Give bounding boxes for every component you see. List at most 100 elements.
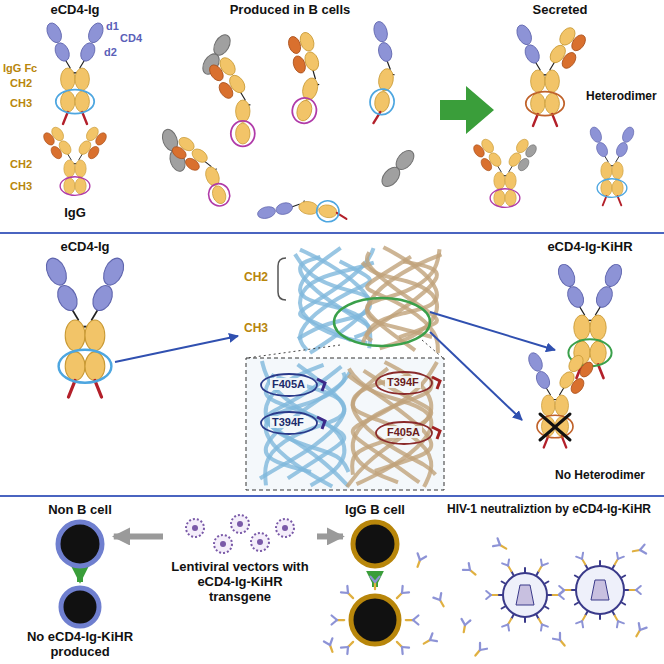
text-label: F405A xyxy=(385,426,422,438)
text-label: CH2 xyxy=(10,158,32,170)
shape xyxy=(502,622,508,628)
ch3-ring xyxy=(597,179,627,198)
domain xyxy=(559,50,578,71)
ch3-ring xyxy=(289,95,319,126)
shape xyxy=(636,590,641,594)
antibody-icon xyxy=(486,591,497,599)
cell xyxy=(351,596,399,644)
text-label: T394F xyxy=(270,416,306,428)
domain xyxy=(545,70,559,92)
text-label: eCD4-Ig xyxy=(50,3,99,17)
domain xyxy=(505,172,516,189)
text-label: No Heterodimer xyxy=(555,469,645,482)
domain xyxy=(54,282,81,313)
shape xyxy=(328,638,334,645)
shape xyxy=(506,559,512,565)
shape xyxy=(640,549,646,554)
shape xyxy=(466,563,473,570)
shape xyxy=(344,586,351,593)
domain xyxy=(89,282,116,313)
connector-arrow xyxy=(317,533,343,539)
zoom-line xyxy=(247,345,340,358)
cell-icon xyxy=(54,518,106,570)
ch3-ring xyxy=(231,121,255,147)
panel-divider xyxy=(0,495,664,497)
text-label: HIV-1 neutraliztion by eCD4-Ig-KiHR xyxy=(438,503,660,516)
antibody-icon xyxy=(413,553,426,568)
shape xyxy=(539,624,545,630)
shape xyxy=(332,616,337,621)
shape xyxy=(546,388,551,396)
antibody-icon xyxy=(611,553,624,567)
domain xyxy=(86,144,101,160)
domain xyxy=(588,125,604,144)
shape xyxy=(240,92,245,100)
text-label: CH2 xyxy=(10,77,32,89)
shape xyxy=(502,561,508,567)
cell-node: No eCD4-Ig-KiHR produced xyxy=(20,584,140,660)
antibody-icon xyxy=(632,545,646,556)
text-label: Produced in B cells xyxy=(230,3,351,17)
antibody-icon xyxy=(341,586,356,601)
antibody-molecule xyxy=(44,21,106,124)
antibody-icon xyxy=(611,614,624,628)
shape xyxy=(559,595,564,599)
shape xyxy=(75,125,109,194)
heavy-chain xyxy=(355,18,408,126)
capsid xyxy=(591,580,609,600)
domain xyxy=(86,21,106,45)
antibody-icon xyxy=(576,553,589,567)
domain xyxy=(170,144,188,161)
shape xyxy=(402,589,409,596)
shape xyxy=(603,196,607,205)
protein-ribbon xyxy=(266,372,350,486)
shape xyxy=(559,586,564,590)
antibody-icon xyxy=(633,623,647,638)
shape xyxy=(559,591,564,595)
shape xyxy=(605,156,609,162)
antibody-molecule xyxy=(555,262,625,378)
shape xyxy=(545,25,588,126)
domain xyxy=(65,352,85,381)
shape xyxy=(480,646,487,653)
cell xyxy=(61,588,99,626)
domain xyxy=(378,164,403,190)
antibody-icon xyxy=(493,538,508,552)
antibody-icon xyxy=(371,577,380,590)
shape xyxy=(550,62,555,70)
cell-icon xyxy=(349,518,401,570)
antibody-icon xyxy=(332,616,345,625)
domain xyxy=(542,395,556,416)
shape xyxy=(542,622,548,628)
shape xyxy=(69,381,76,398)
antibody-icon xyxy=(535,617,548,631)
domain xyxy=(75,91,89,112)
antibody-icon xyxy=(535,559,548,573)
shape xyxy=(430,637,437,644)
process-arrow xyxy=(440,86,494,134)
antibody-icon xyxy=(576,614,589,628)
shape xyxy=(555,262,590,378)
cell xyxy=(353,522,397,566)
antibody-icon xyxy=(394,586,409,601)
shape xyxy=(79,154,83,160)
shape xyxy=(560,388,565,396)
domain xyxy=(479,156,494,172)
domain xyxy=(298,200,319,216)
lentivirus-core xyxy=(257,539,263,545)
domain xyxy=(44,21,64,45)
antibody-icon xyxy=(324,638,337,653)
text-label: eCD4-Ig xyxy=(60,240,109,254)
shape xyxy=(615,621,621,627)
ch3-ring xyxy=(59,350,112,383)
capsid xyxy=(516,585,534,605)
domain xyxy=(64,178,75,194)
domain xyxy=(75,68,89,90)
shape xyxy=(72,309,79,320)
domain xyxy=(94,131,109,147)
lentivirus-core xyxy=(282,525,288,531)
text-label: eCD4-Ig-KiHR xyxy=(547,240,632,254)
shape xyxy=(486,591,491,595)
shape xyxy=(92,309,99,320)
